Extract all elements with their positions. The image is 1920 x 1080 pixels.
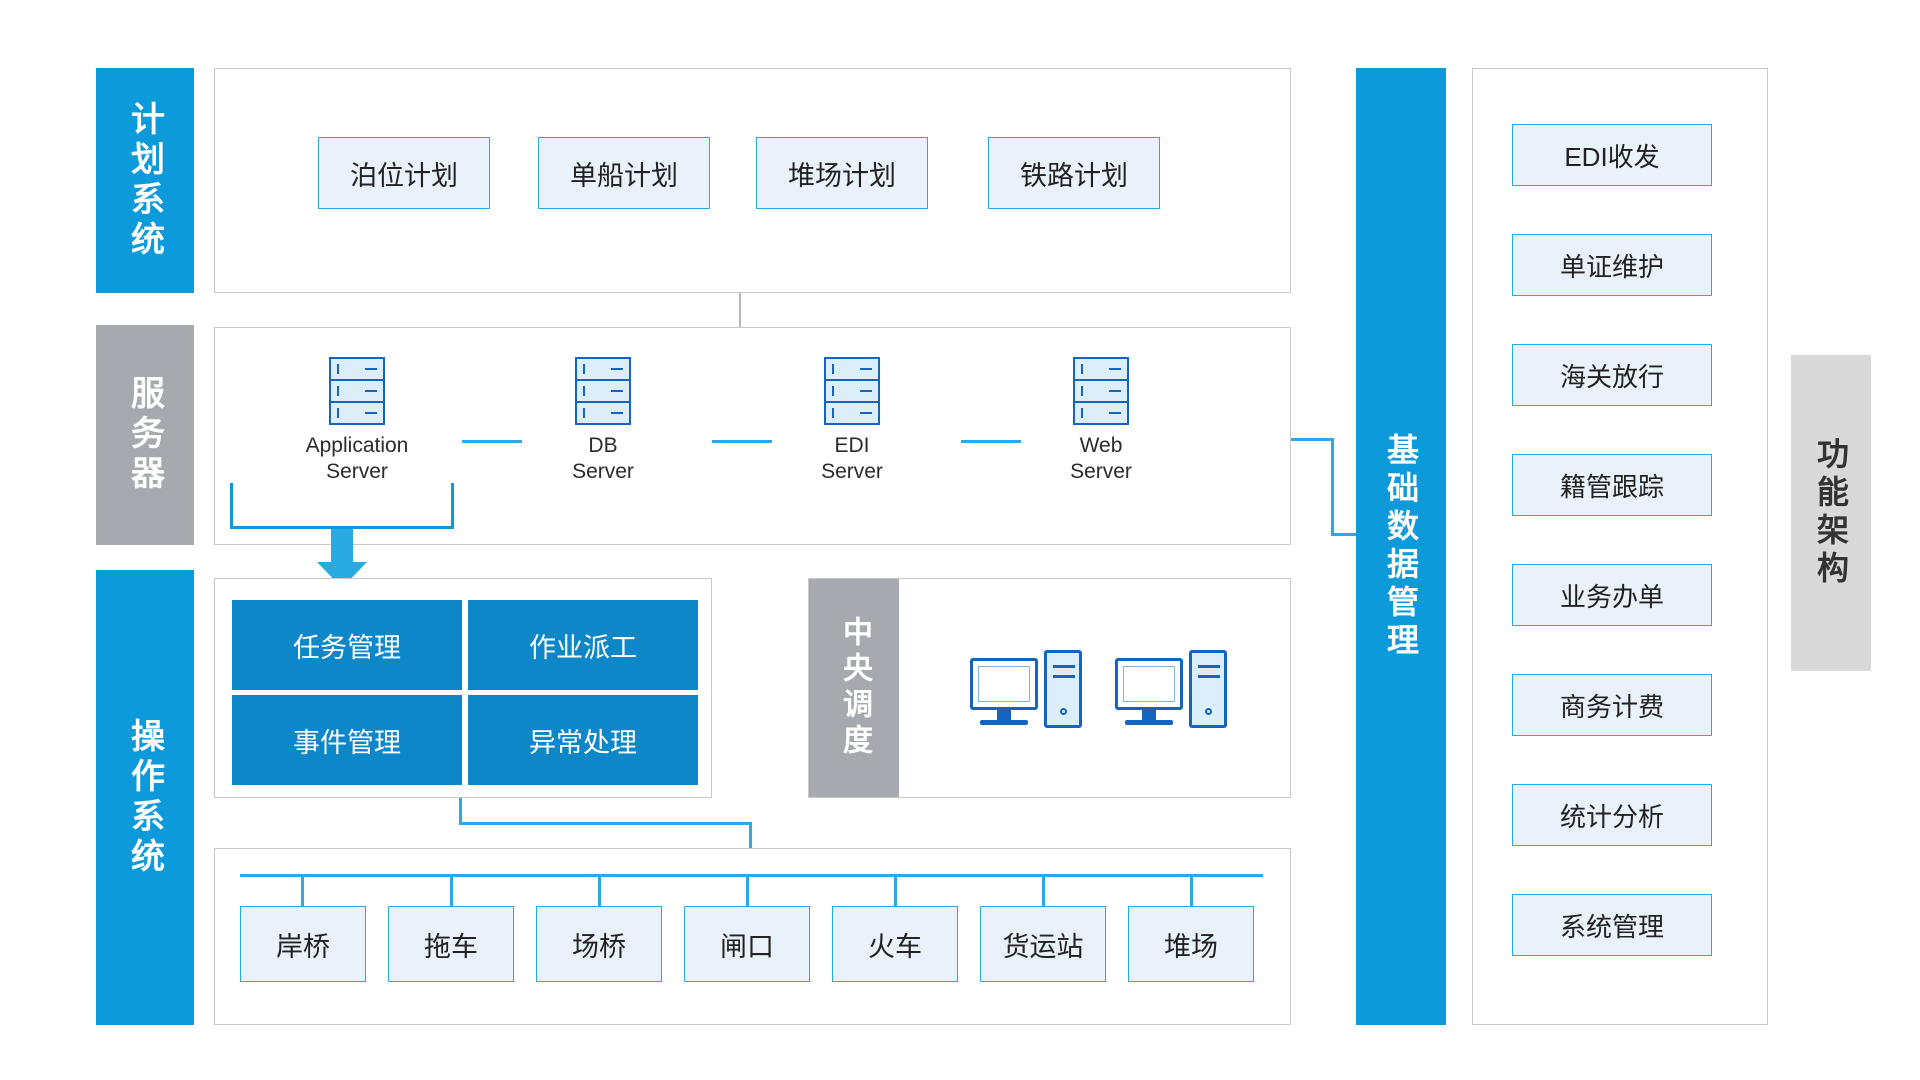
operation-box-job-dispatch[interactable]: 作业派工 — [468, 600, 698, 690]
equipment-box-label: 火车 — [868, 931, 922, 962]
operation-box-label: 事件管理 — [293, 727, 401, 758]
function-box-label: EDI收发 — [1564, 141, 1660, 172]
function-box-label: 商务计费 — [1559, 691, 1664, 722]
server-rack-icon — [824, 357, 880, 425]
section-label-function-architecture: 功能架构 — [1791, 355, 1871, 671]
plan-box-yard[interactable]: 堆场计划 — [756, 137, 928, 209]
plan-box-label: 铁路计划 — [1020, 160, 1128, 191]
plan-box-label: 泊位计划 — [350, 160, 458, 191]
equipment-box-label: 闸口 — [720, 931, 774, 962]
server-rack-icon — [575, 357, 631, 425]
function-box-system-management[interactable]: 系统管理 — [1512, 894, 1712, 956]
connector-basic-data-vertical — [1331, 438, 1334, 535]
function-box-edi-transfer[interactable]: EDI收发 — [1512, 124, 1712, 186]
equipment-bus-line — [240, 874, 1263, 877]
section-label-plan-system: 计划系统 — [96, 68, 194, 293]
connector-operations-to-equipment-diag — [459, 822, 752, 825]
equipment-drop-line — [746, 874, 749, 909]
server-link-3 — [961, 440, 1021, 443]
connector-server-to-basic-data — [1291, 438, 1333, 441]
server-label: DB Server — [572, 434, 634, 483]
equipment-box-label: 堆场 — [1164, 931, 1218, 962]
operation-box-label: 任务管理 — [293, 632, 401, 663]
server-db[interactable]: DB Server — [543, 357, 663, 485]
desktop-computer-icon — [1115, 650, 1230, 730]
equipment-box-label: 场桥 — [572, 931, 626, 962]
arrow-shaft-to-operations — [331, 529, 353, 564]
operation-box-label: 异常处理 — [529, 727, 637, 758]
server-label: Application Server — [305, 434, 409, 483]
connector-operations-to-equipment-v2 — [749, 822, 752, 850]
function-box-label: 籍管跟踪 — [1559, 471, 1664, 502]
operation-box-task-management[interactable]: 任务管理 — [232, 600, 462, 690]
equipment-box-label: 岸桥 — [276, 931, 330, 962]
function-box-customs-release[interactable]: 海关放行 — [1512, 344, 1712, 406]
function-box-document-maintenance[interactable]: 单证维护 — [1512, 234, 1712, 296]
equipment-box-yard[interactable]: 堆场 — [1128, 906, 1254, 982]
operation-box-exception-handling[interactable]: 异常处理 — [468, 695, 698, 785]
central-dispatch-label: 中央调度 — [809, 579, 899, 797]
plan-box-label: 堆场计划 — [788, 160, 896, 191]
equipment-box-freight-station[interactable]: 货运站 — [980, 906, 1106, 982]
function-list-panel — [1472, 68, 1768, 1025]
connector-operations-to-equipment-v1 — [459, 798, 462, 824]
operation-box-event-management[interactable]: 事件管理 — [232, 695, 462, 785]
equipment-drop-line — [1190, 874, 1193, 909]
plan-box-railway[interactable]: 铁路计划 — [988, 137, 1160, 209]
function-box-registration-tracking[interactable]: 籍管跟踪 — [1512, 454, 1712, 516]
server-link-1 — [462, 440, 522, 443]
function-box-commercial-billing[interactable]: 商务计费 — [1512, 674, 1712, 736]
desktop-computer-icon — [970, 650, 1085, 730]
function-box-statistical-analysis[interactable]: 统计分析 — [1512, 784, 1712, 846]
equipment-drop-line — [1042, 874, 1045, 909]
server-rack-icon — [329, 357, 385, 425]
equipment-box-label: 拖车 — [424, 931, 478, 962]
function-box-label: 系统管理 — [1559, 911, 1664, 942]
function-box-business-order[interactable]: 业务办单 — [1512, 564, 1712, 626]
server-application[interactable]: Application Server — [297, 357, 417, 485]
server-link-2 — [712, 440, 772, 443]
plan-box-label: 单船计划 — [570, 160, 678, 191]
function-box-label: 单证维护 — [1559, 251, 1664, 282]
equipment-box-yard-crane[interactable]: 场桥 — [536, 906, 662, 982]
server-label: Web Server — [1070, 434, 1132, 483]
operation-box-label: 作业派工 — [529, 632, 637, 663]
equipment-box-label: 货运站 — [1002, 931, 1084, 962]
equipment-drop-line — [598, 874, 601, 909]
plan-box-single-ship[interactable]: 单船计划 — [538, 137, 710, 209]
application-server-bracket — [230, 483, 454, 529]
connector-basic-data-horizontal — [1331, 533, 1356, 536]
equipment-drop-line — [450, 874, 453, 909]
equipment-drop-line — [301, 874, 304, 909]
plan-box-berth[interactable]: 泊位计划 — [318, 137, 490, 209]
equipment-box-train[interactable]: 火车 — [832, 906, 958, 982]
server-web[interactable]: Web Server — [1041, 357, 1161, 485]
equipment-box-gate[interactable]: 闸口 — [684, 906, 810, 982]
connector-plan-to-server — [739, 293, 741, 328]
function-box-label: 业务办单 — [1559, 581, 1664, 612]
server-edi[interactable]: EDI Server — [792, 357, 912, 485]
equipment-drop-line — [894, 874, 897, 909]
section-label-basic-data-management: 基础数据管理 — [1356, 68, 1446, 1025]
section-label-server: 服务器 — [96, 325, 194, 545]
server-rack-icon — [1073, 357, 1129, 425]
section-label-operation-system: 操作系统 — [96, 570, 194, 1025]
server-label: EDI Server — [821, 434, 883, 483]
function-box-label: 统计分析 — [1559, 801, 1664, 832]
equipment-box-truck[interactable]: 拖车 — [388, 906, 514, 982]
equipment-box-quay-crane[interactable]: 岸桥 — [240, 906, 366, 982]
function-box-label: 海关放行 — [1559, 361, 1664, 392]
